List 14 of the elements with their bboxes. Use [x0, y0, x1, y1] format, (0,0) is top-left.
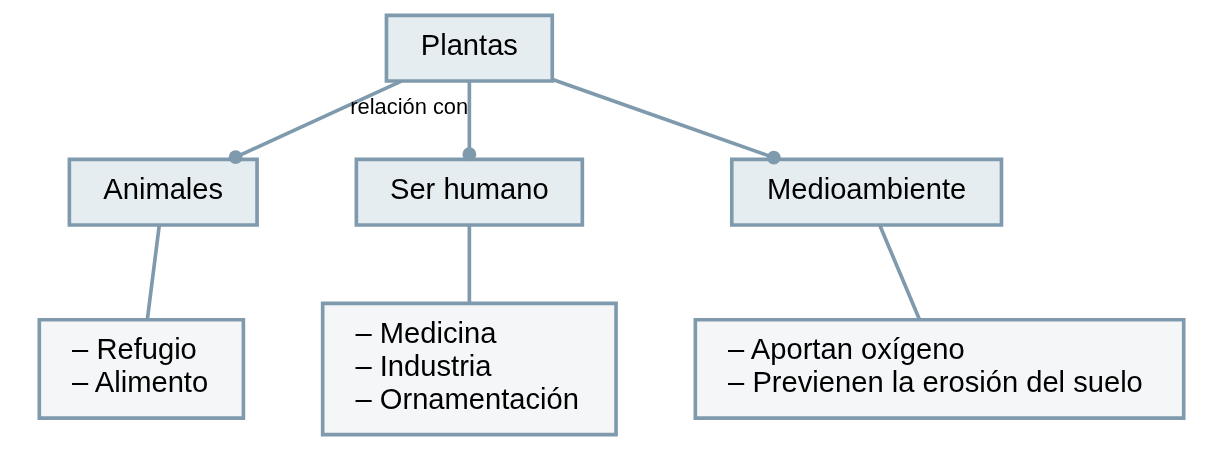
node-box: – Aportan oxígeno – Previenen la erosión del suelo	[693, 317, 1186, 420]
node-box: Plantas	[384, 13, 555, 83]
connector	[462, 81, 477, 162]
connector	[467, 225, 472, 304]
connector	[145, 225, 161, 320]
connector	[228, 79, 403, 165]
node-box: Animales	[67, 157, 259, 227]
node-box: – Refugio – Alimento	[37, 317, 246, 420]
connector	[878, 225, 922, 320]
edge-label: relación con	[350, 93, 469, 119]
node-box: – Medicina – Industria – Ornamentación	[320, 301, 618, 437]
connector	[552, 77, 781, 165]
node-box: Medioambiente	[729, 157, 1004, 227]
node-box: Ser humano	[354, 157, 585, 227]
